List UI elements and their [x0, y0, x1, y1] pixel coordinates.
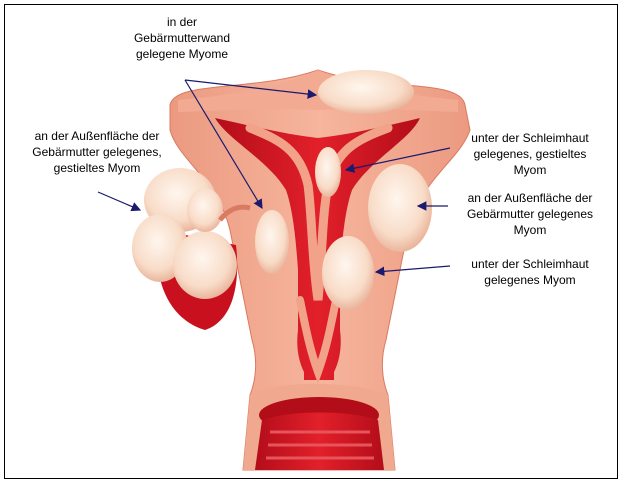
label-subserous: an der Außenfläche der Gebärmutter geleg… [448, 190, 612, 238]
arrow-subserous-pedunculated [98, 192, 140, 210]
label-submucous-pedunculated: unter der Schleimhaut gelegenes, gestiel… [450, 130, 610, 178]
label-submucous: unter der Schleimhaut gelegenes Myom [450, 256, 610, 288]
submucous-myoma [322, 236, 374, 310]
submucous-pedunculated-myoma [315, 147, 341, 197]
label-subserous-pedunculated: an der Außenfläche der Gebärmutter geleg… [18, 128, 176, 176]
label-intramural: in der Gebärmutterwand gelegene Myome [112, 14, 252, 62]
subserous-myoma [368, 164, 432, 252]
cervix [243, 384, 395, 470]
